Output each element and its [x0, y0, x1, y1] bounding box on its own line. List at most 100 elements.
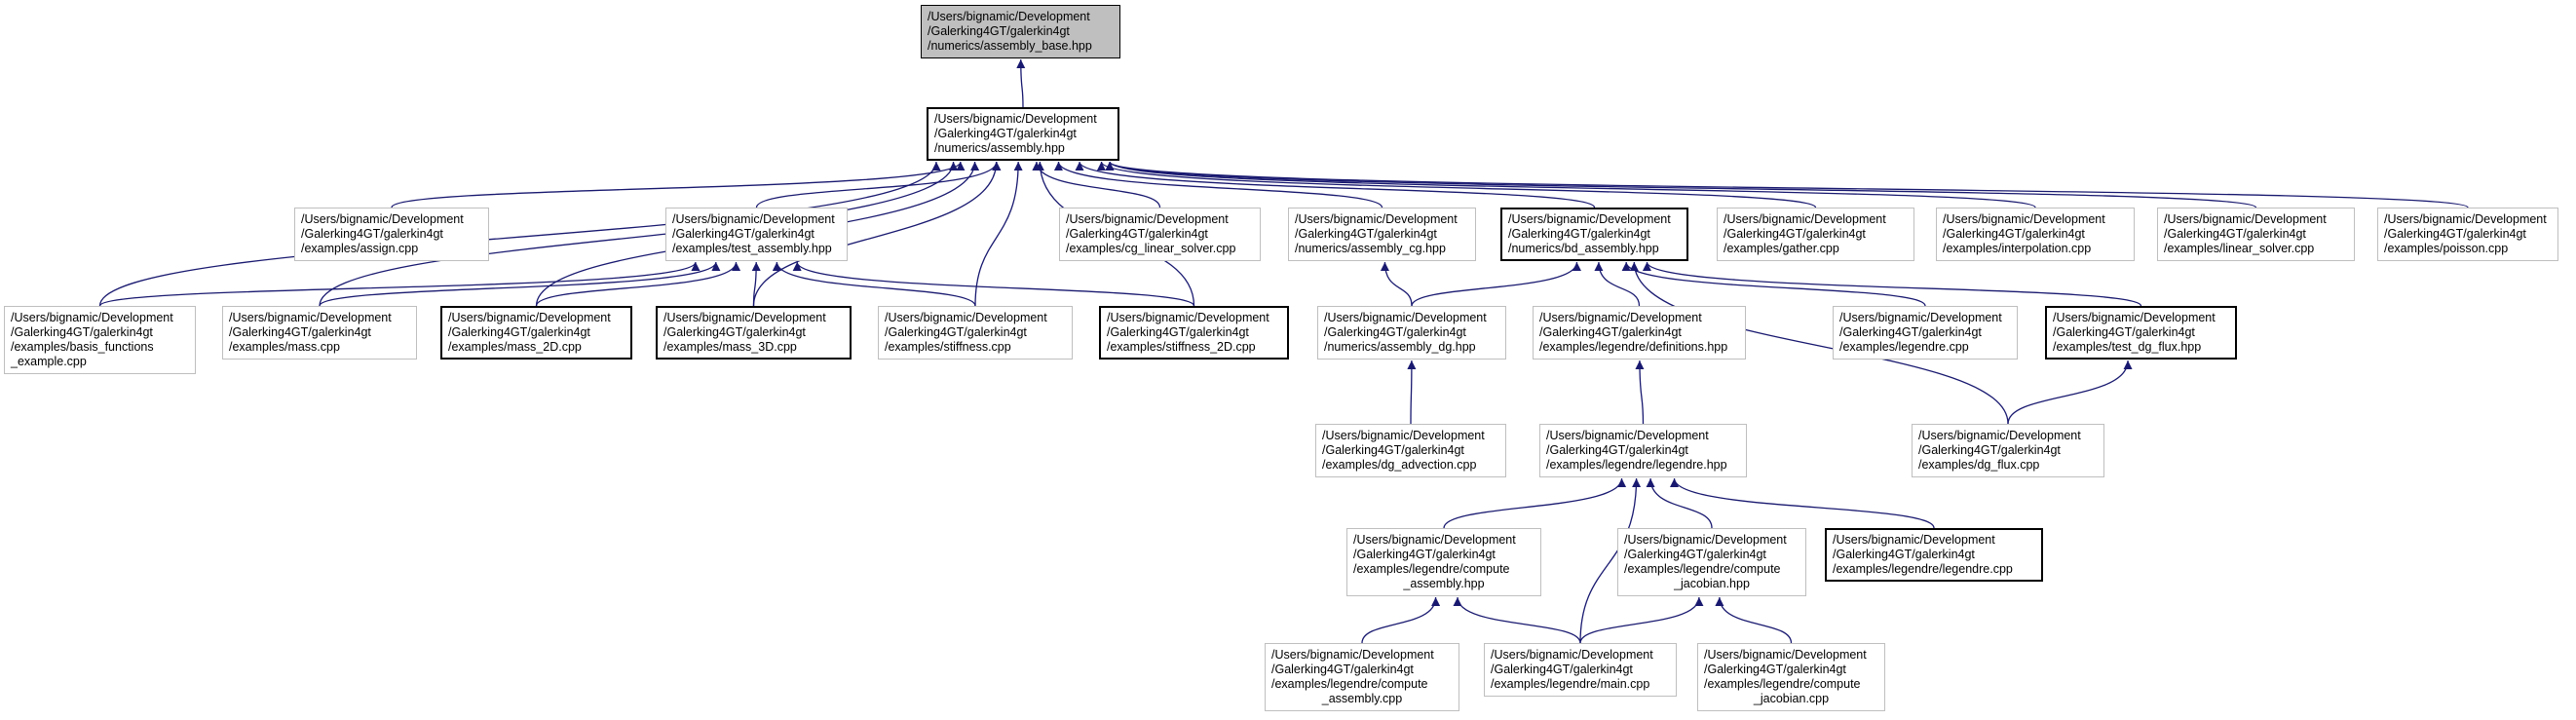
file-node-path-line: /examples/cg_linear_solver.cpp — [1066, 242, 1236, 255]
file-node-stiffness[interactable]: /Users/bignamic/Development/Galerking4GT… — [878, 306, 1073, 360]
file-node-path-line: /Galerking4GT/galerkin4gt — [1724, 227, 1866, 241]
file-node-path-line: /Galerking4GT/galerkin4gt — [301, 227, 443, 241]
file-node-legendre-hpp[interactable]: /Users/bignamic/Development/Galerking4GT… — [1539, 424, 1747, 477]
file-node-assembly[interactable]: /Users/bignamic/Development/Galerking4GT… — [927, 107, 1119, 161]
include-edge-linear-solver-to-assembly — [1105, 161, 2257, 208]
include-edge-mass-3D-to-assembly — [752, 161, 1002, 307]
include-edge-stiffness-to-assembly — [974, 161, 1023, 307]
file-node-assembly-dg[interactable]: /Users/bignamic/Development/Galerking4GT… — [1317, 306, 1506, 360]
include-edge-cg-linear-solver-to-assembly — [1032, 161, 1161, 208]
include-edge-mass-to-assembly — [319, 161, 959, 307]
file-node-path-line: /Galerking4GT/galerkin4gt — [885, 325, 1027, 339]
file-node-path-line: /Galerking4GT/galerkin4gt — [1353, 548, 1496, 561]
file-node-path-line: /Users/bignamic/Development — [1271, 648, 1434, 662]
file-node-path-line: /Galerking4GT/galerkin4gt — [2384, 227, 2526, 241]
file-node-path-line: /examples/mass.cpp — [229, 340, 340, 354]
file-node-poisson[interactable]: /Users/bignamic/Development/Galerking4GT… — [2377, 208, 2558, 261]
file-node-path-line: /examples/assign.cpp — [301, 242, 419, 255]
file-node-path-line: /examples/legendre/main.cpp — [1491, 677, 1650, 691]
file-node-path-line: /Users/bignamic/Development — [1704, 648, 1867, 662]
file-node-path-line: /examples/interpolation.cpp — [1943, 242, 2092, 255]
file-node-path-line: /examples/poisson.cpp — [2384, 242, 2509, 255]
file-node-path-line: /Galerking4GT/galerkin4gt — [672, 227, 814, 241]
file-node-gather[interactable]: /Users/bignamic/Development/Galerking4GT… — [1717, 208, 1914, 261]
file-node-path-line: /Galerking4GT/galerkin4gt — [934, 127, 1077, 140]
file-node-path-line: _assembly.cpp — [1321, 692, 1403, 705]
file-node-bd-assembly[interactable]: /Users/bignamic/Development/Galerking4GT… — [1500, 208, 1688, 261]
include-edge-dg-flux-to-test-dg-flux — [2007, 360, 2133, 425]
include-edge-gather-to-assembly — [1097, 161, 1817, 208]
file-node-path-line: /Users/bignamic/Development — [2164, 212, 2327, 226]
file-node-assign[interactable]: /Users/bignamic/Development/Galerking4GT… — [294, 208, 489, 261]
file-node-path-line: /examples/legendre/legendre.cpp — [1833, 562, 2013, 576]
file-node-main-cpp[interactable]: /Users/bignamic/Development/Galerking4GT… — [1484, 643, 1677, 697]
file-node-path-line: /numerics/bd_assembly.hpp — [1508, 242, 1659, 255]
file-node-path-line: /Users/bignamic/Development — [934, 112, 1097, 126]
include-edge-stiffness-to-test-assembly — [772, 261, 976, 307]
file-node-cg-linear-solver[interactable]: /Users/bignamic/Development/Galerking4GT… — [1059, 208, 1261, 261]
file-node-compute-jacobian-cpp[interactable]: /Users/bignamic/Development/Galerking4GT… — [1697, 643, 1885, 711]
file-node-path-line: /Galerking4GT/galerkin4gt — [1918, 443, 2061, 457]
file-node-path-line: /Users/bignamic/Development — [663, 311, 826, 324]
file-node-basis-functions[interactable]: /Users/bignamic/Development/Galerking4GT… — [4, 306, 196, 374]
file-node-path-line: /Galerking4GT/galerkin4gt — [2053, 325, 2195, 339]
file-node-path-line: /numerics/assembly.hpp — [934, 141, 1065, 155]
file-node-path-line: /Users/bignamic/Development — [229, 311, 392, 324]
file-node-compute-jacobian-hpp[interactable]: /Users/bignamic/Development/Galerking4GT… — [1617, 528, 1806, 596]
file-node-path-line: /Galerking4GT/galerkin4gt — [928, 24, 1070, 38]
include-edge-legendre-legendre-cpp-to-legendre-hpp — [1670, 477, 1935, 529]
file-node-mass-3D[interactable]: /Users/bignamic/Development/Galerking4GT… — [656, 306, 852, 360]
file-node-definitions[interactable]: /Users/bignamic/Development/Galerking4GT… — [1533, 306, 1746, 360]
include-edge-main-cpp-to-compute-jacobian-hpp — [1579, 596, 1704, 644]
file-node-path-line: /Users/bignamic/Development — [885, 311, 1047, 324]
file-node-path-line: /Users/bignamic/Development — [1066, 212, 1229, 226]
file-node-path-line: /Galerking4GT/galerkin4gt — [2164, 227, 2306, 241]
file-node-path-line: /Galerking4GT/galerkin4gt — [1322, 443, 1464, 457]
file-node-path-line: /Galerking4GT/galerkin4gt — [1546, 443, 1688, 457]
file-node-stiffness-2D[interactable]: /Users/bignamic/Development/Galerking4GT… — [1099, 306, 1289, 360]
file-node-path-line: /Users/bignamic/Development — [2384, 212, 2547, 226]
file-node-mass[interactable]: /Users/bignamic/Development/Galerking4GT… — [222, 306, 417, 360]
include-edge-compute-jacobian-cpp-to-compute-jacobian-hpp — [1715, 596, 1793, 644]
file-node-path-line: /Galerking4GT/galerkin4gt — [1943, 227, 2085, 241]
include-edge-basis-functions-to-assembly — [98, 161, 941, 307]
file-node-path-line: /Galerking4GT/galerkin4gt — [1833, 548, 1975, 561]
include-edge-compute-jacobian-hpp-to-legendre-hpp — [1646, 477, 1713, 529]
file-node-path-line: _example.cpp — [11, 355, 87, 368]
file-node-path-line: /Galerking4GT/galerkin4gt — [1066, 227, 1208, 241]
file-node-linear-solver[interactable]: /Users/bignamic/Development/Galerking4GT… — [2157, 208, 2355, 261]
file-node-path-line: /examples/stiffness_2D.cpp — [1107, 340, 1256, 354]
file-node-path-line: /examples/test_dg_flux.hpp — [2053, 340, 2202, 354]
file-node-test-assembly[interactable]: /Users/bignamic/Development/Galerking4GT… — [665, 208, 848, 261]
include-edge-legendre-hpp-to-definitions — [1635, 360, 1645, 425]
file-node-assembly-cg[interactable]: /Users/bignamic/Development/Galerking4GT… — [1288, 208, 1476, 261]
file-node-test-dg-flux[interactable]: /Users/bignamic/Development/Galerking4GT… — [2045, 306, 2237, 360]
file-node-compute-assembly-hpp[interactable]: /Users/bignamic/Development/Galerking4GT… — [1346, 528, 1541, 596]
file-node-path-line: _assembly.hpp — [1403, 577, 1485, 590]
file-node-interpolation[interactable]: /Users/bignamic/Development/Galerking4GT… — [1936, 208, 2135, 261]
file-node-path-line: /Galerking4GT/galerkin4gt — [11, 325, 153, 339]
include-edge-legendre-cpp-to-bd-assembly — [1621, 261, 1926, 307]
file-node-assembly-base[interactable]: /Users/bignamic/Development/Galerking4GT… — [921, 5, 1120, 58]
file-node-dg-flux[interactable]: /Users/bignamic/Development/Galerking4GT… — [1912, 424, 2104, 477]
file-node-path-line: /examples/gather.cpp — [1724, 242, 1839, 255]
file-node-legendre-legendre-cpp[interactable]: /Users/bignamic/Development/Galerking4GT… — [1825, 528, 2043, 582]
include-edge-mass-to-test-assembly — [319, 261, 721, 307]
include-edge-assembly-dg-to-bd-assembly — [1411, 261, 1581, 307]
file-node-path-line: /Galerking4GT/galerkin4gt — [448, 325, 590, 339]
file-node-path-line: /Users/bignamic/Development — [1943, 212, 2105, 226]
file-node-path-line: _jacobian.hpp — [1674, 577, 1750, 590]
file-node-path-line: /Galerking4GT/galerkin4gt — [663, 325, 806, 339]
file-node-legendre-cpp[interactable]: /Users/bignamic/Development/Galerking4GT… — [1833, 306, 2018, 360]
file-node-path-line: /Galerking4GT/galerkin4gt — [1508, 227, 1650, 241]
file-node-dg-advection[interactable]: /Users/bignamic/Development/Galerking4GT… — [1315, 424, 1506, 477]
file-node-compute-assembly-cpp[interactable]: /Users/bignamic/Development/Galerking4GT… — [1265, 643, 1459, 711]
file-node-path-line: /examples/legendre/compute — [1624, 562, 1781, 576]
file-node-path-line: /examples/mass_2D.cpp — [448, 340, 582, 354]
file-node-path-line: /examples/dg_advection.cpp — [1322, 458, 1477, 472]
file-node-path-line: /Galerking4GT/galerkin4gt — [1704, 663, 1846, 676]
include-edge-main-cpp-to-compute-assembly-hpp — [1453, 596, 1581, 644]
file-node-path-line: /Users/bignamic/Development — [1295, 212, 1458, 226]
file-node-path-line: /Users/bignamic/Development — [1724, 212, 1886, 226]
file-node-mass-2D[interactable]: /Users/bignamic/Development/Galerking4GT… — [440, 306, 632, 360]
